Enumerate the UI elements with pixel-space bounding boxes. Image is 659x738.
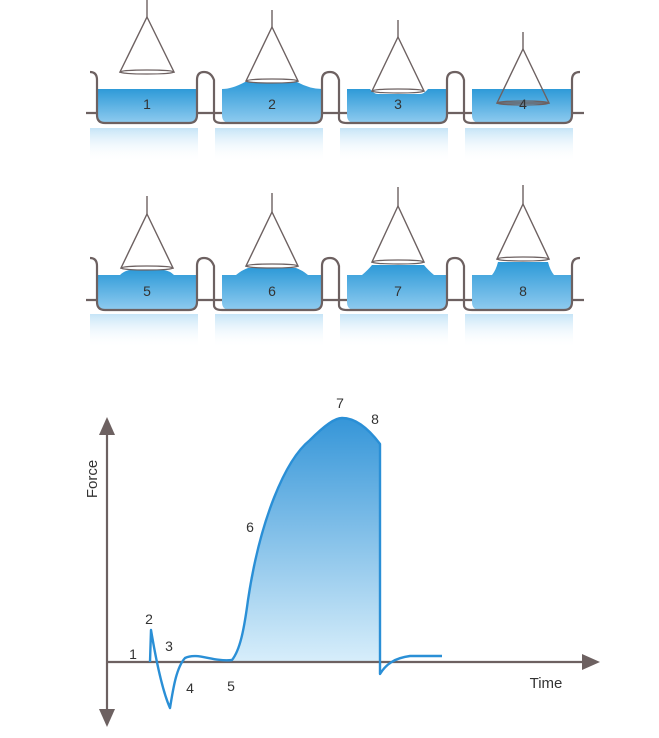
well-step-1: 1 — [89, 0, 205, 162]
plate-edge — [371, 259, 425, 265]
step-number: 4 — [519, 96, 527, 112]
plate — [244, 210, 300, 267]
y-axis-arrow-up — [99, 417, 115, 435]
step-number: 2 — [268, 96, 276, 112]
plate-edge — [119, 69, 175, 75]
well-outline — [329, 70, 456, 125]
plate-edge — [245, 78, 299, 84]
point-label-1: 1 — [129, 646, 137, 662]
well-reflection — [90, 314, 198, 348]
x-axis-label: Time — [530, 675, 563, 692]
liquid — [347, 265, 447, 310]
y-axis-arrow-down — [99, 709, 115, 727]
well-reflection — [340, 314, 448, 348]
well-reflection — [215, 128, 323, 162]
plate — [370, 204, 426, 263]
liquid — [222, 82, 322, 123]
step-number: 3 — [394, 96, 402, 112]
point-label-4: 4 — [186, 680, 194, 696]
well-step-8: 8 — [454, 185, 581, 348]
point-label-7: 7 — [336, 395, 344, 411]
liquid — [222, 268, 322, 310]
well-reflection — [90, 128, 198, 162]
well-outline — [89, 70, 205, 125]
well-reflection — [465, 128, 573, 162]
well-step-7: 7 — [329, 187, 456, 348]
plate-edge — [496, 100, 550, 106]
plate — [244, 25, 300, 82]
well-reflection — [215, 314, 323, 348]
x-axis-arrow — [582, 654, 600, 670]
plate-edge — [120, 265, 174, 271]
well-reflection — [465, 314, 573, 348]
step-number: 8 — [519, 283, 527, 299]
plate-edge — [245, 263, 299, 269]
step-number: 7 — [394, 283, 402, 299]
step-number: 1 — [143, 96, 151, 112]
well-reflection — [340, 128, 448, 162]
plate — [495, 202, 551, 260]
plate-edge — [496, 256, 550, 262]
point-label-6: 6 — [246, 519, 254, 535]
plate — [370, 35, 426, 92]
liquid — [97, 270, 197, 310]
well-step-6: 6 — [203, 193, 331, 348]
wells-row-2: 5 6 7 8 — [86, 185, 584, 348]
well-step-4: 4 — [454, 32, 581, 162]
plate-edge — [371, 88, 425, 94]
well-outline — [89, 256, 205, 312]
force-time-graph: Force Time 1 2 3 4 5 6 7 8 — [84, 395, 600, 727]
y-axis-label: Force — [84, 460, 101, 498]
point-label-8: 8 — [371, 411, 379, 427]
liquid — [347, 89, 447, 123]
plate — [118, 15, 176, 73]
plate — [119, 212, 175, 269]
curve-area — [232, 418, 380, 662]
point-label-5: 5 — [227, 678, 235, 694]
point-label-3: 3 — [165, 638, 173, 654]
step-number: 5 — [143, 283, 151, 299]
well-outline — [203, 256, 331, 312]
well-outline — [329, 256, 456, 312]
well-outline — [454, 70, 581, 125]
well-step-3: 3 — [329, 20, 456, 162]
wells-row-1: 1 2 3 4 — [86, 0, 584, 162]
well-step-2: 2 — [203, 10, 331, 162]
liquid — [472, 262, 572, 310]
well-outline — [454, 256, 581, 312]
liquid — [97, 89, 197, 123]
step-number: 6 — [268, 283, 276, 299]
point-label-2: 2 — [145, 611, 153, 627]
plate — [495, 47, 551, 104]
force-curve — [148, 416, 442, 710]
well-outline — [203, 70, 331, 125]
well-step-5: 5 — [89, 196, 205, 348]
